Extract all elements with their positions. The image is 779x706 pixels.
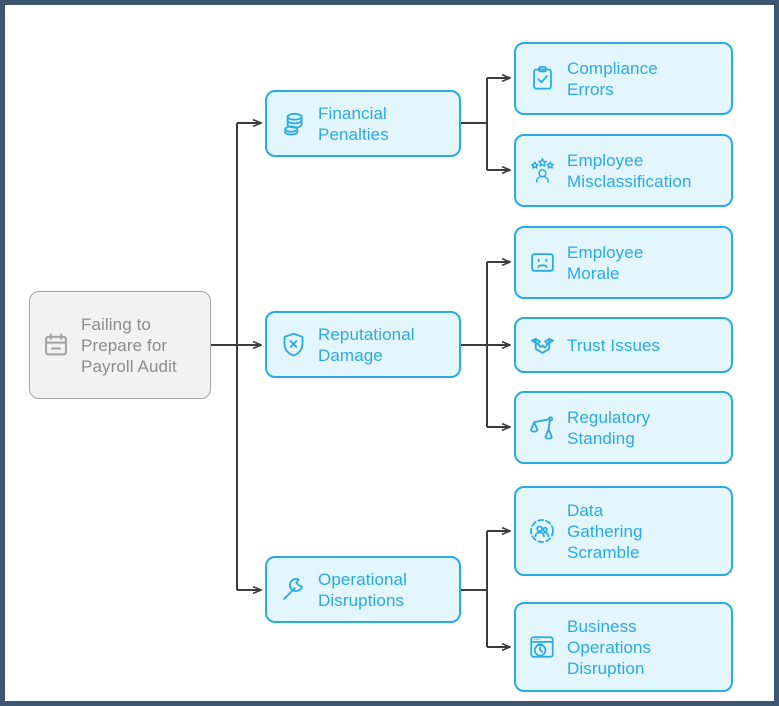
node-data-gathering-scramble-label: Data Gathering Scramble — [567, 500, 643, 562]
node-root-label: Failing to Prepare for Payroll Audit — [81, 314, 177, 376]
node-regulatory-standing-label: Regulatory Standing — [567, 407, 651, 448]
handshake-icon — [527, 330, 557, 360]
browser-stopwatch-icon — [527, 632, 557, 662]
node-data-gathering-scramble[interactable]: Data Gathering Scramble — [514, 486, 733, 576]
node-trust-issues[interactable]: Trust Issues — [514, 317, 733, 373]
node-operational-disruptions[interactable]: Operational Disruptions — [265, 556, 461, 623]
node-employee-misclassification-label: Employee Misclassification — [567, 150, 692, 191]
calendar-icon — [41, 330, 71, 360]
people-circle-icon — [527, 516, 557, 546]
node-root[interactable]: Failing to Prepare for Payroll Audit — [29, 291, 211, 399]
node-employee-misclassification[interactable]: Employee Misclassification — [514, 134, 733, 207]
coins-stack-icon — [278, 109, 308, 139]
node-business-operations-disruption[interactable]: Business Operations Disruption — [514, 602, 733, 692]
node-financial-penalties-label: Financial Penalties — [318, 103, 389, 144]
node-reputational-damage[interactable]: Reputational Damage — [265, 311, 461, 378]
node-employee-morale-label: Employee Morale — [567, 242, 644, 283]
node-employee-morale[interactable]: Employee Morale — [514, 226, 733, 299]
node-operational-disruptions-label: Operational Disruptions — [318, 569, 407, 610]
node-regulatory-standing[interactable]: Regulatory Standing — [514, 391, 733, 464]
person-stars-icon — [527, 156, 557, 186]
clipboard-check-icon — [527, 64, 557, 94]
node-reputational-damage-label: Reputational Damage — [318, 324, 415, 365]
node-business-operations-disruption-label: Business Operations Disruption — [567, 616, 652, 678]
node-compliance-errors-label: Compliance Errors — [567, 58, 658, 99]
shield-x-icon — [278, 330, 308, 360]
sad-face-icon — [527, 248, 557, 278]
wrench-icon — [278, 575, 308, 605]
scales-icon — [527, 413, 557, 443]
node-trust-issues-label: Trust Issues — [567, 335, 661, 355]
node-compliance-errors[interactable]: Compliance Errors — [514, 42, 733, 115]
node-financial-penalties[interactable]: Financial Penalties — [265, 90, 461, 157]
